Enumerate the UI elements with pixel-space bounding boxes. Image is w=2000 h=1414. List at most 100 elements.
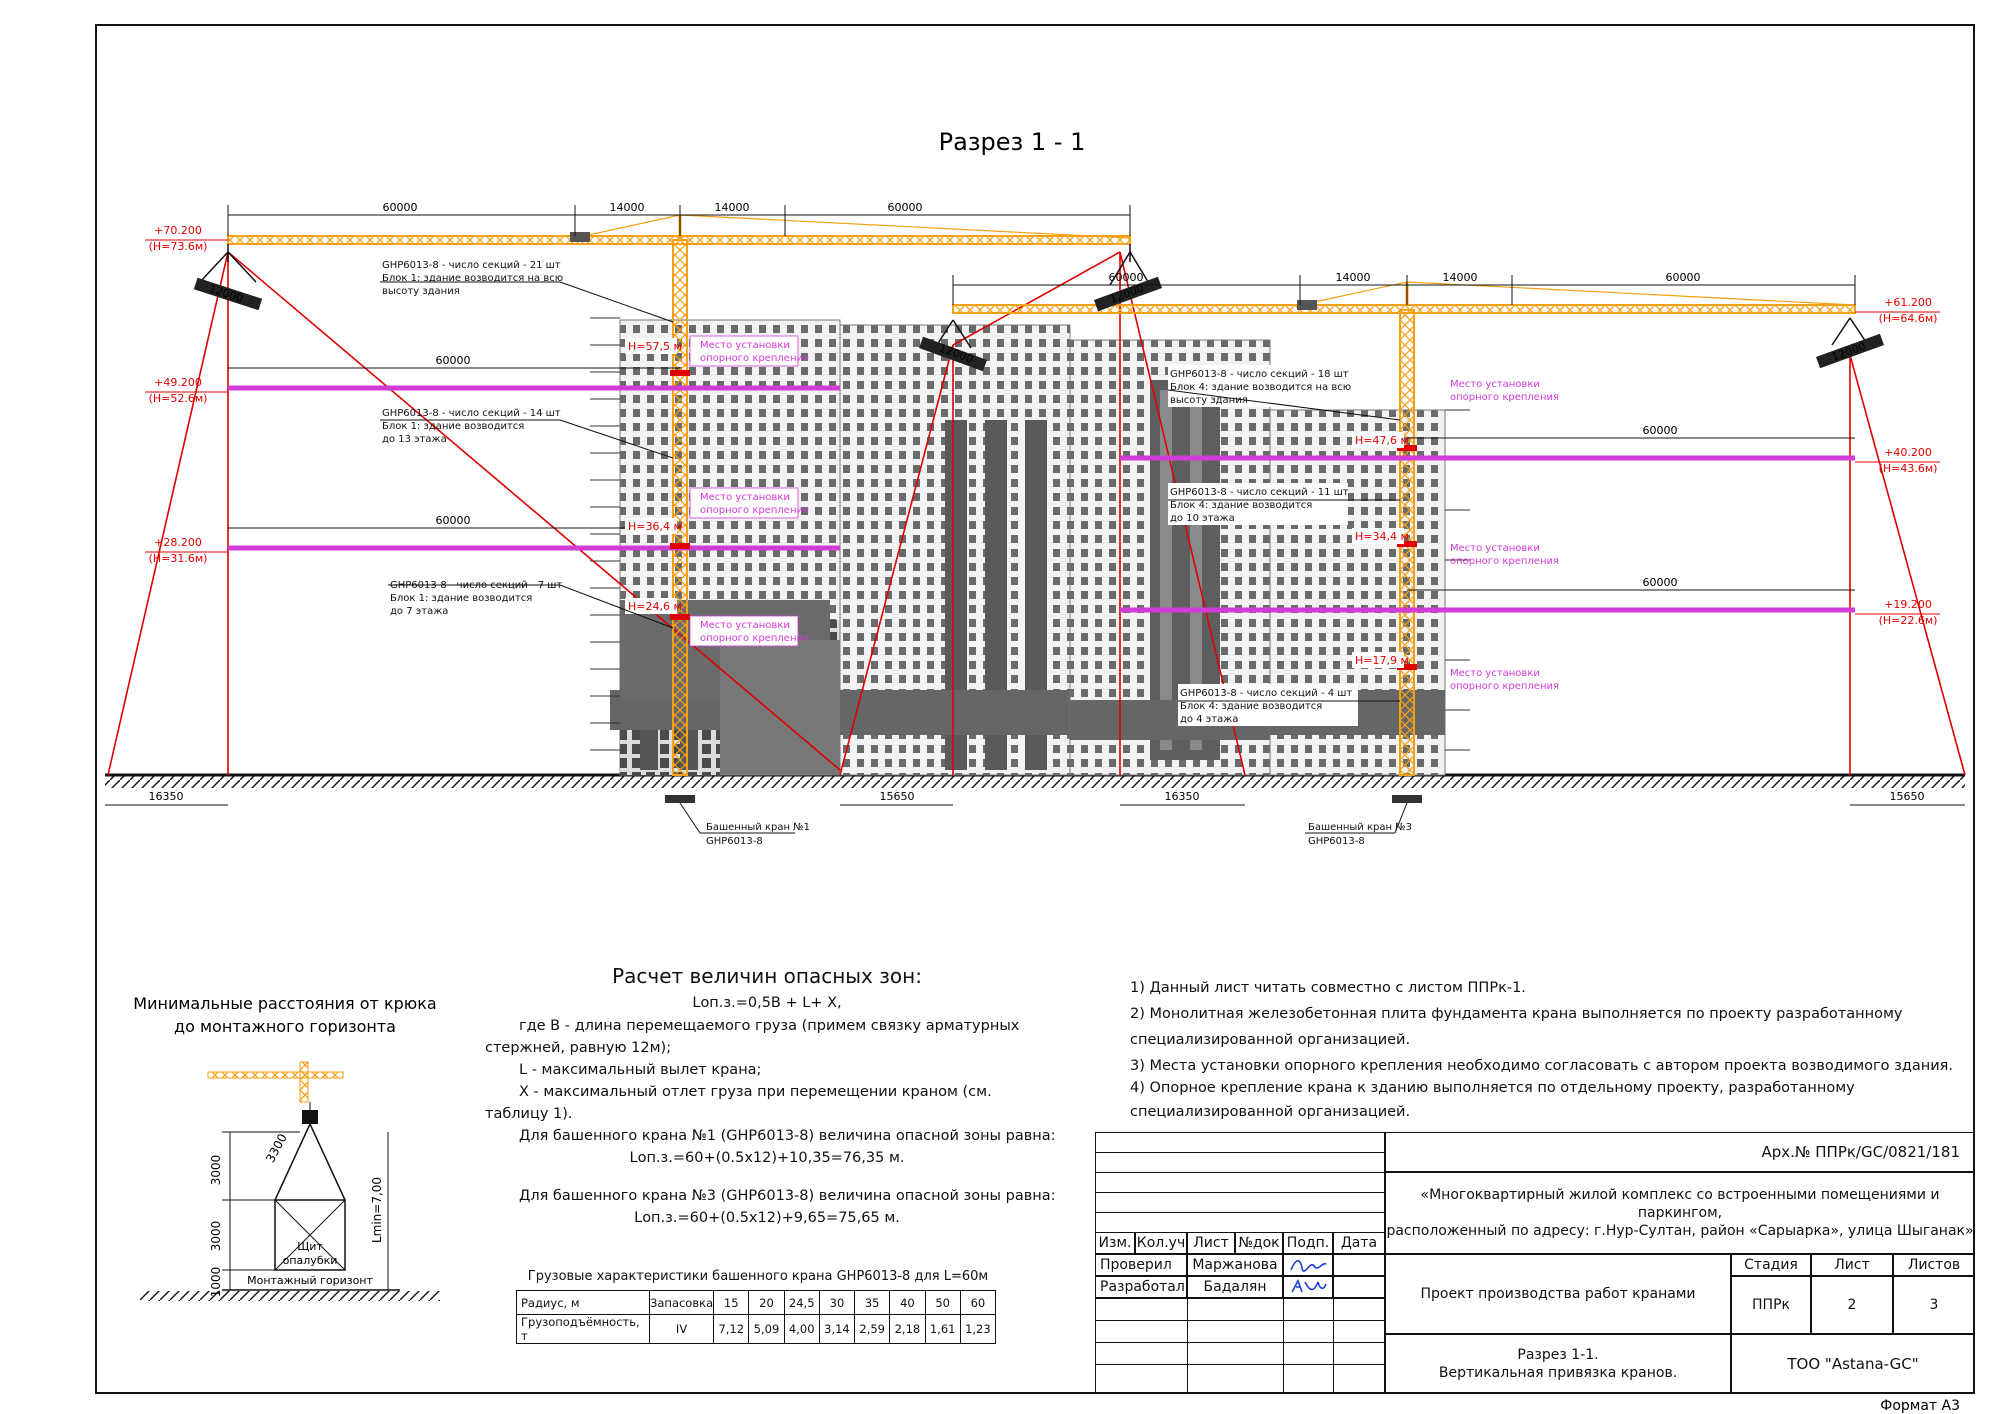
crane3-model: GHP6013-8 (1308, 836, 1365, 847)
checked-signature (1283, 1254, 1333, 1276)
crane3-height-2: H=34,4 м (1355, 530, 1409, 543)
crane3-height-1: H=47,6 м (1355, 434, 1409, 447)
dim-crane1-counter-left: 14000 (610, 201, 645, 214)
callout-left-3-l1: GHP6013-8 - число секций - 7 шт (390, 580, 562, 591)
th-kol: Кол.уч (1135, 1232, 1187, 1254)
table-cell: 7,12 (713, 1314, 750, 1344)
min-dist-title-1: Минимальные расстояния от крюка (133, 994, 436, 1013)
dim-crane1-jib-right: 60000 (888, 201, 923, 214)
sheet-title: Разрез 1 - 1 (939, 128, 1086, 156)
dim-crane3-counter-left: 14000 (1336, 271, 1371, 284)
table-cell: 20 (748, 1290, 785, 1315)
calc-block: Расчет величин опасных зон: Lоп.з.=0,5В … (485, 964, 1056, 1284)
company-name: ТОО "Astana-GC" (1731, 1334, 1975, 1394)
table-cell: Грузоподъёмность, т (516, 1314, 650, 1344)
callout-right-1-l1: GHP6013-8 - число секций - 18 шт (1170, 369, 1349, 380)
table-cell: 40 (889, 1290, 926, 1315)
table-cell: 30 (818, 1290, 856, 1315)
min-dist-shield-1: Щит (297, 1240, 323, 1253)
drawing-name: Разрез 1-1. Вертикальная привязка кранов… (1385, 1334, 1731, 1394)
dim-level2-right: 60000 (1643, 424, 1678, 437)
anchor-label-c1-2a: Место установки (700, 492, 790, 503)
archive-code: Арх.№ ППРк/GC/0821/181 (1385, 1132, 1975, 1172)
sheets-header: Листов (1893, 1254, 1975, 1276)
min-dist-title-2: до монтажного горизонта (174, 1017, 396, 1036)
dim-crane1-jib-left: 60000 (383, 201, 418, 214)
calc-line-2: стержней, равную 12м); (485, 1040, 671, 1056)
callout-right-1-l2: Блок 4: здание возводится на всю (1170, 382, 1351, 393)
table-cell: IV (648, 1314, 715, 1344)
note-2: 2) Монолитная железобетонная плита фунда… (1130, 1006, 1903, 1022)
th-data: Дата (1333, 1232, 1385, 1254)
note-4-cont: специализированной организацией. (1130, 1104, 1410, 1120)
dim-level2-left: 60000 (436, 354, 471, 367)
th-izm: Изм. (1095, 1232, 1135, 1254)
table-cell: 5,09 (748, 1314, 785, 1344)
dim-block-4: 12000 (1830, 340, 1867, 364)
table-cell: 1,23 (959, 1314, 997, 1344)
top-dimensions (105, 205, 1965, 806)
min-dist-shield-2: опалубки (283, 1254, 338, 1267)
anchor-label-c3-1b: опорного крепления (1450, 392, 1559, 403)
load-table-caption: Грузовые характеристики башенного крана … (528, 1269, 988, 1284)
callout-right-3-l2: Блок 4: здание возводится (1180, 701, 1322, 712)
format-label: Формат А3 (1880, 1398, 1960, 1414)
dim-crane3-jib-right: 60000 (1666, 271, 1701, 284)
dim-crane1-counter-right: 14000 (715, 201, 750, 214)
table-cell: 24,5 (783, 1290, 820, 1315)
calc-line-7: Lоп.з.=60+(0.5х12)+10,35=76,35 м. (630, 1150, 905, 1166)
table-cell: 1,61 (924, 1314, 961, 1344)
level-right-2-elev: +40.200 (1884, 446, 1932, 459)
note-1: 1) Данный лист читать совместно с листом… (1130, 980, 1526, 996)
callout-left-1-l3: высоту здания (382, 286, 460, 297)
table-row: Грузоподъёмность, т IV 7,12 5,09 4,00 3,… (516, 1314, 997, 1344)
revision-grid (1095, 1132, 1385, 1232)
table-row: Радиус, м Запасовка 15 20 24,5 30 35 40 … (516, 1290, 997, 1315)
crane3-label: Башенный кран №3 (1308, 822, 1412, 833)
calc-title: Расчет величин опасных зон: (612, 964, 922, 988)
min-distance-diagram: Минимальные расстояния от крюка до монта… (133, 994, 440, 1301)
table-cell: Запасовка (648, 1290, 715, 1315)
sheet-frame (95, 24, 1975, 1394)
calc-line-1: где В - длина перемещаемого груза (приме… (519, 1018, 1020, 1034)
min-dist-1000: 1000 (209, 1267, 223, 1298)
crane3-height-3: H=17,9 м (1355, 654, 1409, 667)
level-left-3-elev: +28.200 (154, 536, 202, 549)
callout-left-1-l1: GHP6013-8 - число секций - 21 шт (382, 260, 561, 271)
author-name: Бадалян (1187, 1276, 1283, 1298)
crane-labels: Башенный кран №1 GHP6013-8 Башенный кран… (679, 802, 1412, 847)
author-signature (1283, 1276, 1333, 1298)
table-cell: 15 (713, 1290, 750, 1315)
author-date (1333, 1276, 1385, 1298)
anchor-label-c1-2b: опорного крепления (700, 505, 809, 516)
calc-line-6: Для башенного крана №1 (GHP6013-8) велич… (519, 1128, 1056, 1144)
anchor-label-c1-3a: Место установки (700, 620, 790, 631)
checked-name: Маржанова (1187, 1254, 1283, 1276)
level-right-1-elev: +61.200 (1884, 296, 1932, 309)
min-dist-lmin: Lmin=7,00 (370, 1177, 384, 1243)
building-block-2 (839, 324, 1071, 776)
callouts-right: GHP6013-8 - число секций - 18 шт Блок 4:… (1167, 365, 1401, 726)
anchor-label-c1-3b: опорного крепления (700, 633, 809, 644)
dim-level3-left: 60000 (436, 514, 471, 527)
callout-left-3-l3: до 7 этажа (390, 606, 448, 617)
dim-crane3-jib-left: 60000 (1109, 271, 1144, 284)
th-list: Лист (1187, 1232, 1235, 1254)
anchor-label-c3-1a: Место установки (1450, 379, 1540, 390)
dim-crane3-counter-right: 14000 (1443, 271, 1478, 284)
crane1-height-1: H=57,5 м (628, 340, 682, 353)
note-3: 3) Места установки опорного крепления не… (1130, 1058, 1953, 1074)
callout-right-2-l3: до 10 этажа (1170, 513, 1235, 524)
project-name-line-2: расположенный по адресу: г.Нур-Султан, р… (1386, 1223, 1974, 1239)
th-ndok: №док (1235, 1232, 1283, 1254)
top-dimension-labels: 60000 14000 14000 60000 60000 14000 1400… (149, 201, 1925, 803)
load-capacity-table: Радиус, м Запасовка 15 20 24,5 30 35 40 … (516, 1290, 997, 1344)
callout-right-2-l2: Блок 4: здание возводится (1170, 500, 1312, 511)
callout-left-2-l3: до 13 этажа (382, 434, 447, 445)
dim-ground-mid-left: 15650 (880, 790, 915, 803)
table-cell: 2,18 (889, 1314, 926, 1344)
level-left-1-h: (H=73.6м) (149, 240, 208, 253)
table-cell: 2,59 (854, 1314, 891, 1344)
note-4: 4) Опорное крепление крана к зданию выпо… (1130, 1080, 1855, 1096)
callout-right-2-l1: GHP6013-8 - число секций - 11 шт (1170, 487, 1349, 498)
